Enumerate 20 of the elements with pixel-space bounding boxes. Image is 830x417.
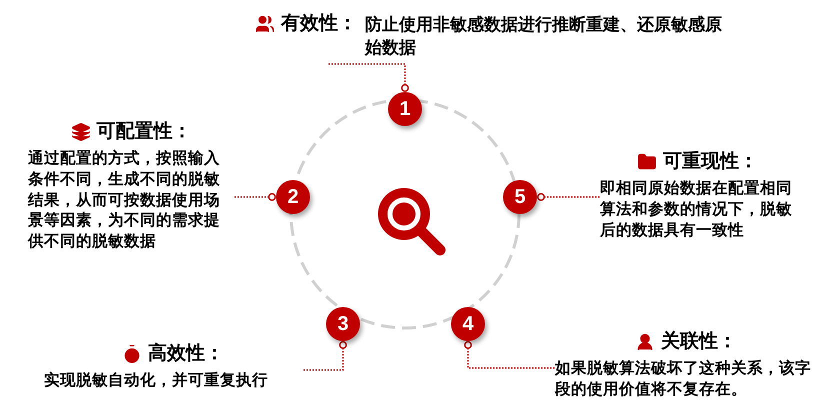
feature-heading: 高效性： xyxy=(148,342,224,366)
feature-heading: 可重现性： xyxy=(663,150,758,174)
leader-line xyxy=(464,341,555,369)
leader-line xyxy=(302,341,347,371)
feature-description: 通过配置的方式，按照输入条件不同，生成不同的脱敏结果，从而可按数据使用场景等因素，为不同的需求提供不同的脱敏数据 xyxy=(28,148,221,252)
feature-description: 如果脱敏算法破坏了这种关系，该字段的使用价值将不复存在。 xyxy=(555,358,812,400)
feature-description: 防止使用非敏感数据进行推断重建、还原敏感原始数据 xyxy=(365,14,723,59)
number-badge: 3 xyxy=(326,307,360,341)
feature-description: 实现脱敏自动化，并可重复执行 xyxy=(44,370,269,391)
number-badge: 1 xyxy=(388,92,422,126)
feature-heading: 关联性： xyxy=(661,330,737,354)
number-badge: 2 xyxy=(276,180,310,214)
number-badge: 5 xyxy=(503,180,537,214)
number-badge: 4 xyxy=(451,307,485,341)
leader-line xyxy=(234,193,276,201)
feature-heading: 有效性： xyxy=(281,12,357,36)
feature-description: 即相同原始数据在配置相同算法和参数的情况下，脱敏后的数据具有一致性 xyxy=(600,178,793,241)
feature-heading: 可配置性： xyxy=(96,120,192,144)
leader-line xyxy=(537,193,600,201)
leader-line xyxy=(328,63,409,92)
